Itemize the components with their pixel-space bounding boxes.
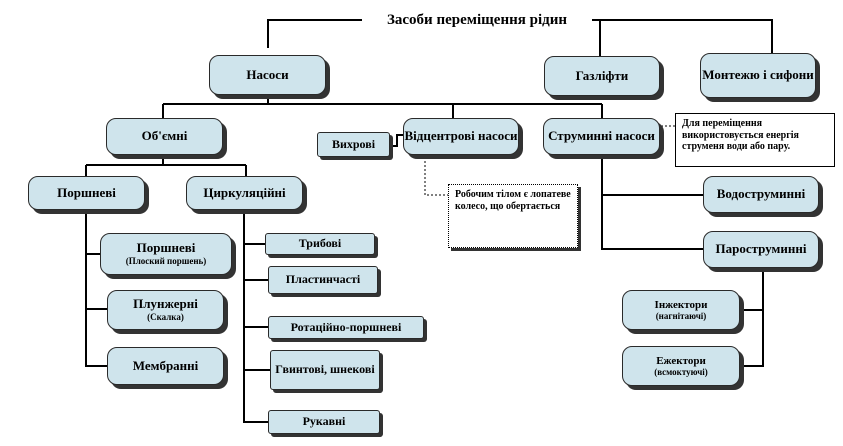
node-plastynchasti: Пластинчасті (268, 266, 378, 294)
node-ezhektory-label: Ежектори (656, 354, 706, 367)
node-vidtsentrovi: Відцентрові насоси (403, 118, 519, 155)
node-tsyrkuliatsiini: Циркуляційні (186, 176, 303, 210)
node-plunzherni: Плунжерні (Скалка) (107, 290, 224, 330)
node-porshnevi-flat-note: (Плоский поршень) (125, 256, 207, 267)
node-inzhektory-note: (нагнітаючі) (655, 311, 707, 322)
node-porshnevi-flat: Поршневі (Плоский поршень) (100, 233, 232, 275)
node-strumynni: Струминні насоси (543, 118, 660, 155)
node-montezhu: Монтежю і сифони (700, 53, 816, 98)
note-strumynni: Для переміщення використовується енергія… (675, 113, 835, 167)
node-rukavni: Рукавні (268, 410, 380, 434)
node-porshnevi: Поршневі (28, 176, 145, 210)
node-ezhektory-note: (всмоктуючі) (654, 367, 708, 378)
node-nasosy: Насоси (209, 55, 326, 95)
node-ezhektory: Ежектори (всмоктуючі) (622, 346, 740, 386)
node-inzhektory-label: Інжектори (654, 298, 708, 311)
node-gazlifty: Газліфти (544, 56, 660, 96)
node-parostrumynni: Пароструминні (703, 231, 819, 268)
node-trybovi: Трибові (265, 233, 375, 255)
diagram-title: Засоби переміщення рідин (362, 8, 592, 32)
node-membranni: Мембранні (107, 347, 224, 385)
node-hvyntovi: Гвинтові, шнекові (270, 350, 380, 390)
node-porshnevi-flat-label: Поршневі (136, 240, 196, 256)
node-vodostrumynni: Водоструминні (703, 176, 819, 213)
note-robochyi: Робочим тілом є лопатеве колесо, що обер… (448, 184, 578, 248)
node-rotatsiino: Ротаційно-поршневі (268, 316, 424, 339)
node-plunzherni-note: (Скалка) (147, 312, 184, 323)
node-plunzherni-label: Плунжерні (133, 296, 198, 312)
node-inzhektory: Інжектори (нагнітаючі) (622, 290, 740, 330)
node-vykhrovi: Вихрові (317, 132, 390, 157)
node-obiemni: Об'ємні (106, 118, 223, 155)
